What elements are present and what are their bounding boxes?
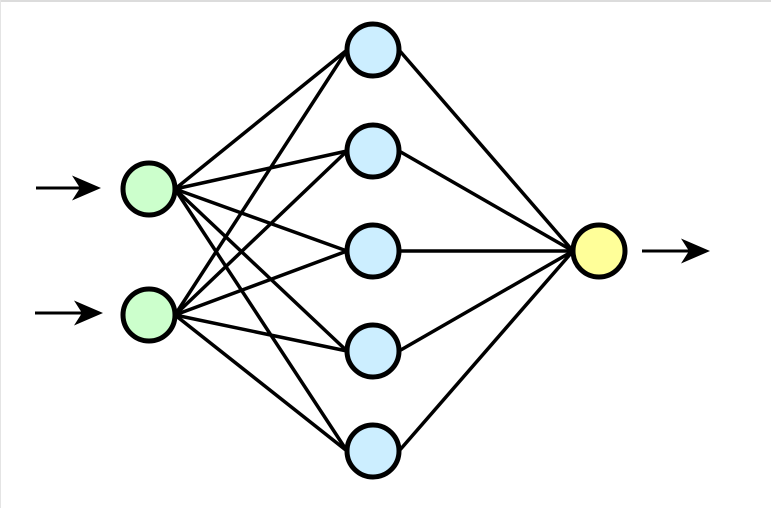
edge-input-1-hidden-3 xyxy=(174,187,348,253)
edge-hidden-4-output-1 xyxy=(398,249,574,353)
input-arrow-1-head xyxy=(72,175,101,201)
edge-input-2-hidden-5 xyxy=(173,313,349,453)
edge-input-2-hidden-4 xyxy=(174,313,348,353)
edge-input-1-hidden-2 xyxy=(174,149,348,191)
output-node-1 xyxy=(570,222,628,280)
edge-input-2-hidden-2 xyxy=(173,149,349,317)
hidden-node-4 xyxy=(344,322,402,380)
top-border-line xyxy=(0,0,771,2)
edge-hidden-1-output-1 xyxy=(397,48,575,253)
edge-input-1-hidden-5 xyxy=(173,188,349,452)
edge-input-2-hidden-1 xyxy=(173,49,349,316)
input-arrow-2-head xyxy=(74,300,103,326)
input-node-1 xyxy=(120,160,178,218)
edge-hidden-2-output-1 xyxy=(398,149,574,253)
output-arrow-head xyxy=(681,238,710,264)
hidden-node-1 xyxy=(344,21,402,79)
edge-input-1-hidden-4 xyxy=(173,187,349,353)
hidden-node-2 xyxy=(344,122,402,180)
hidden-node-5 xyxy=(344,422,402,480)
hidden-node-3 xyxy=(344,222,402,280)
edge-hidden-5-output-1 xyxy=(397,249,575,453)
input-node-2 xyxy=(120,286,178,344)
left-border-line xyxy=(0,0,1,508)
edge-input-2-hidden-3 xyxy=(174,249,348,317)
edge-input-1-hidden-1 xyxy=(173,48,349,191)
